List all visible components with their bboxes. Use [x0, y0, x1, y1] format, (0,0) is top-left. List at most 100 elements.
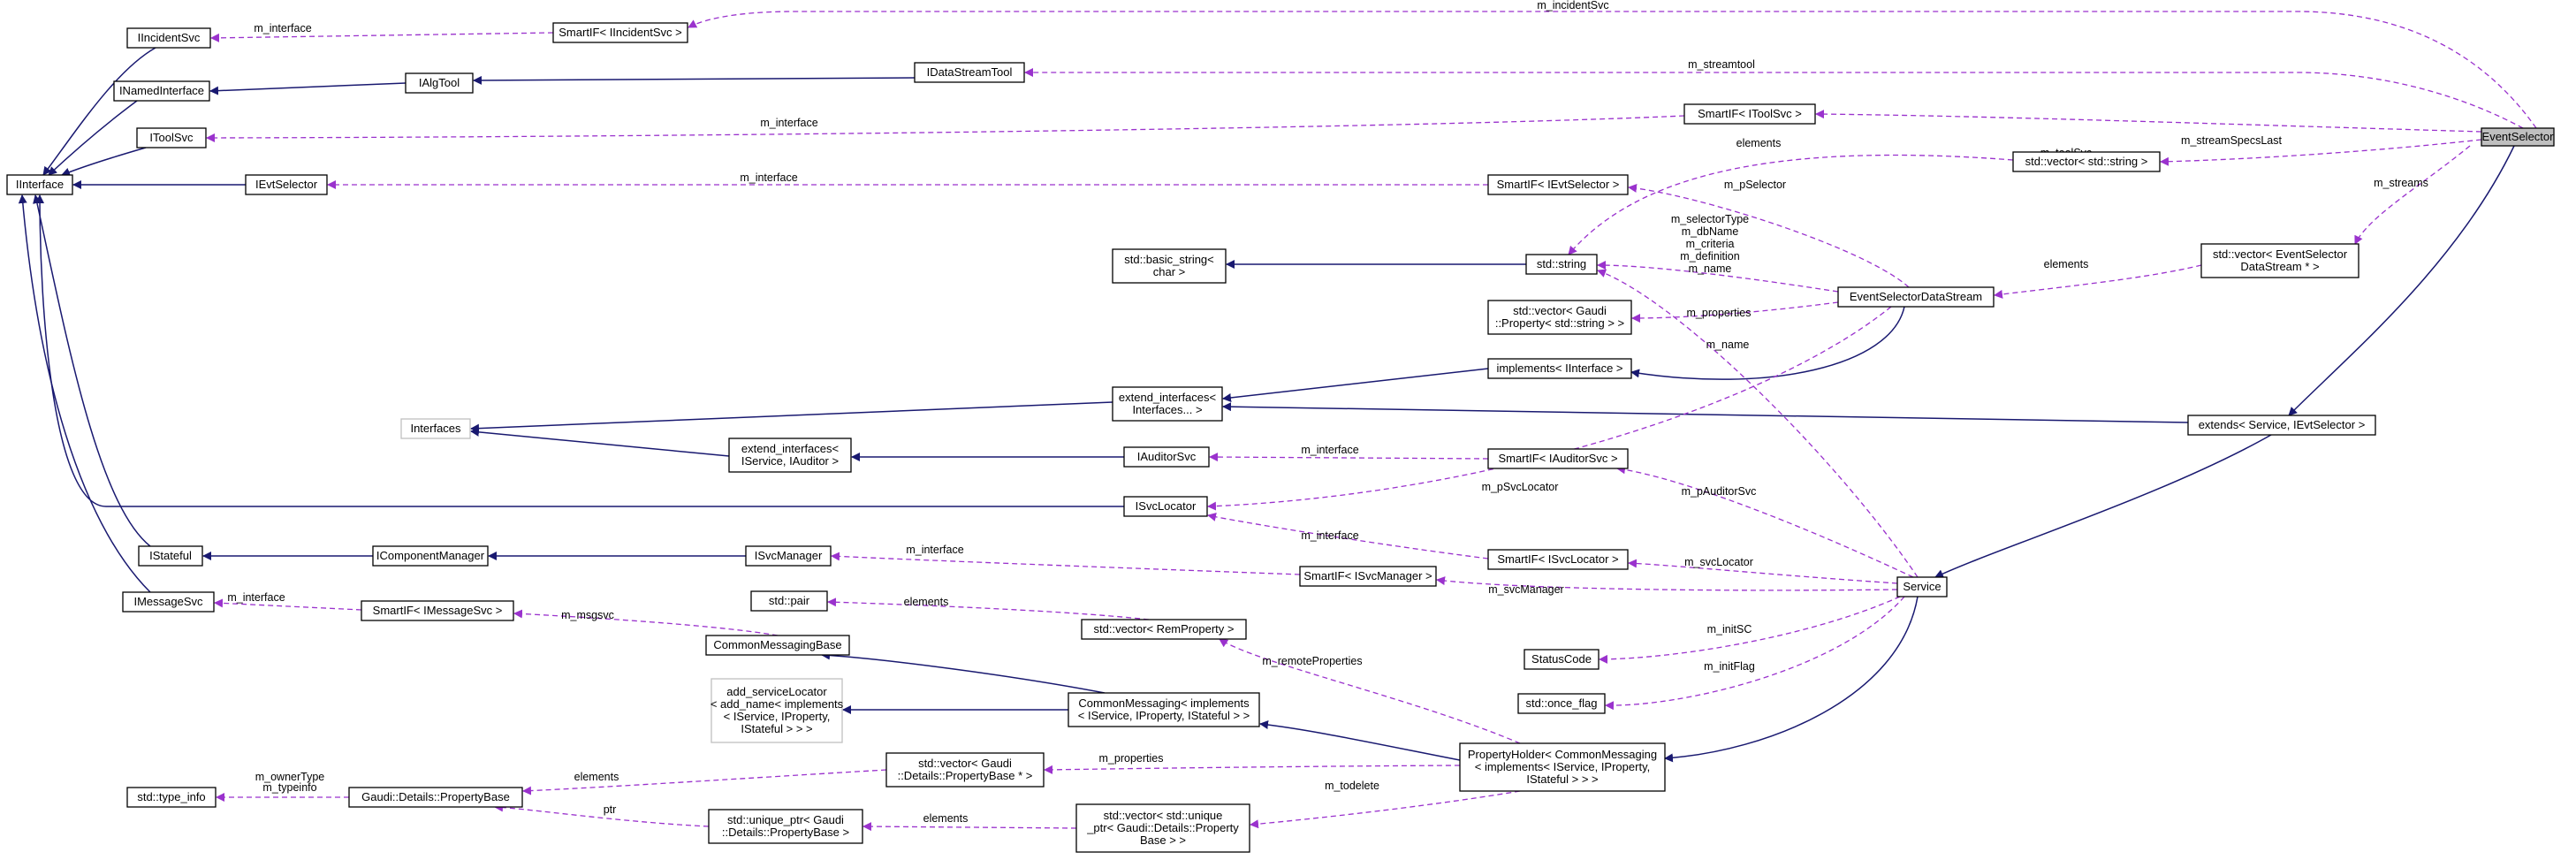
class-node-commonmessaging[interactable]: CommonMessaging< implements< IService, I…: [1068, 692, 1260, 727]
class-node-extend-interfaces[interactable]: extend_interfaces<Interfaces... >: [1112, 386, 1223, 422]
class-box: [1837, 286, 1995, 308]
edge-label-m-criteria: m_criteria: [1686, 238, 1735, 250]
class-node-std-pair[interactable]: std::pair: [750, 590, 828, 612]
class-node-ialgtool[interactable]: IAlgTool: [405, 72, 474, 94]
class-name-line: EventSelectorDataStream: [1850, 290, 1982, 303]
class-node-smartif-iincidentsvc[interactable]: SmartIF< IIncidentSvc >: [552, 22, 688, 43]
class-node-once-flag[interactable]: std::once_flag: [1517, 693, 1606, 714]
class-node-eventselector[interactable]: EventSelector: [2481, 127, 2555, 147]
class-box: [914, 62, 1025, 83]
class-node-vector-string[interactable]: std::vector< std::string >: [2012, 151, 2161, 172]
class-box: [6, 174, 73, 195]
class-name-line: PropertyHolder< CommonMessaging: [1468, 748, 1657, 761]
class-node-basic-string[interactable]: std::basic_string<char >: [1112, 248, 1227, 284]
class-node-unique-ptr-propertybase[interactable]: std::unique_ptr< Gaudi::Details::Propert…: [708, 809, 863, 844]
class-name-line: IMessageSvc: [133, 595, 203, 608]
class-node-statuscode[interactable]: StatusCode: [1524, 649, 1600, 670]
class-box: [126, 27, 211, 49]
uses-service-to-smartif-isvclocator: [1628, 559, 1898, 584]
inherits-ialgtool-from-inamedinterface: [209, 82, 407, 95]
class-box: [1112, 248, 1227, 284]
class-node-itoolsvc[interactable]: IToolSvc: [136, 127, 207, 148]
inherits-isvclocator-from-iinterface: [35, 194, 1124, 507]
edge-label-m-definition: m_definition: [1680, 250, 1739, 263]
edge-label-m-name: m_name: [1689, 263, 1732, 275]
class-node-interfaces[interactable]: Interfaces: [400, 418, 471, 439]
class-node-add-servicelocator[interactable]: add_serviceLocator< add_name< implements…: [710, 678, 844, 743]
class-node-type-info[interactable]: std::type_info: [126, 787, 217, 808]
uses-eventselector-to-idatastreamtool: [1024, 68, 2524, 129]
class-node-commonmessagingbase[interactable]: CommonMessagingBase: [705, 635, 850, 656]
class-name-line: Gaudi::Details::PropertyBase: [361, 790, 510, 803]
inherits-iincidentsvc-from-iinterface: [42, 47, 156, 176]
uses-vector-propertybase-to-propertybase: [522, 769, 887, 795]
class-node-vector-propertybase[interactable]: std::vector< Gaudi::Details::PropertyBas…: [885, 752, 1045, 788]
class-name-line: extends< Service, IEvtSelector >: [2199, 418, 2366, 431]
class-name-line: std::unique_ptr< Gaudi: [727, 813, 844, 826]
class-node-extend-interfaces-isvc[interactable]: extend_interfaces<IService, IAuditor >: [728, 438, 852, 473]
class-name-line: IStateful > > >: [1526, 772, 1598, 786]
class-name-line: std::vector< Gaudi: [918, 757, 1012, 770]
uses-service-to-smartif-iauditorsvc: [1616, 465, 1914, 578]
edge-label-m-interface: m_interface: [1301, 529, 1358, 542]
class-node-iincidentsvc[interactable]: IIncidentSvc: [126, 27, 211, 49]
uses-service-to-smartif-isvcmanager: [1436, 576, 1898, 591]
class-name-line: EventSelector: [2482, 130, 2555, 143]
class-node-smartif-itoolsvc[interactable]: SmartIF< IToolSvc >: [1683, 103, 1816, 125]
class-node-smartif-imessagesvc[interactable]: SmartIF< IMessageSvc >: [361, 600, 514, 621]
class-box: [705, 635, 850, 656]
class-node-propertyholder[interactable]: PropertyHolder< CommonMessaging< impleme…: [1459, 742, 1666, 792]
edges: [18, 11, 2537, 832]
edge-label-m-interface: m_interface: [906, 544, 963, 556]
class-box: [2012, 151, 2161, 172]
edge-label-m-todelete: m_todelete: [1325, 780, 1379, 792]
class-node-smartif-iauditorsvc[interactable]: SmartIF< IAuditorSvc >: [1487, 448, 1629, 469]
class-node-vector-unique-ptr[interactable]: std::vector< std::unique_ptr< Gaudi::Det…: [1075, 803, 1250, 853]
class-node-smartif-isvcmanager[interactable]: SmartIF< ISvcManager >: [1299, 566, 1437, 587]
class-node-smartif-ievtselector[interactable]: SmartIF< IEvtSelector >: [1487, 174, 1629, 195]
class-node-vector-remproperty[interactable]: std::vector< RemProperty >: [1081, 619, 1247, 640]
class-node-propertybase[interactable]: Gaudi::Details::PropertyBase: [348, 787, 523, 808]
uses-smartif-isvcmanager-to-isvcmanager: [831, 552, 1301, 575]
class-node-istateful[interactable]: IStateful: [138, 545, 203, 567]
class-name-line: Base > >: [1140, 833, 1186, 847]
edge-label-m-selectortype: m_selectorType: [1671, 213, 1749, 225]
uses-eventselectordatastream-to-smartif-ievtselector: [1628, 183, 1910, 288]
class-box: [710, 678, 843, 743]
class-node-isvcmanager[interactable]: ISvcManager: [745, 545, 832, 567]
class-node-idatastreamtool[interactable]: IDataStreamTool: [914, 62, 1025, 83]
class-node-service[interactable]: Service: [1896, 576, 1948, 597]
class-box: [2187, 415, 2376, 436]
class-node-iinterface[interactable]: IInterface: [6, 174, 73, 195]
class-name-line: INamedInterface: [119, 84, 204, 97]
class-node-vector-gaudiproperty[interactable]: std::vector< Gaudi::Property< std::strin…: [1487, 300, 1632, 335]
class-node-extends-service[interactable]: extends< Service, IEvtSelector >: [2187, 415, 2376, 436]
class-name-line: Interfaces... >: [1132, 403, 1202, 416]
edge-label-elements: elements: [574, 771, 619, 783]
uses-eventselectordatastream-to-std-string: [1597, 261, 1839, 293]
edge-label-m-typeinfo: m_typeinfo: [262, 781, 316, 794]
edge-label-m-streamspecslast: m_streamSpecsLast: [2181, 134, 2282, 147]
class-node-icomponentmanager[interactable]: IComponentManager: [372, 545, 489, 567]
class-name-line: < IService, IProperty,: [724, 710, 831, 723]
class-box: [361, 600, 514, 621]
class-node-imessagesvc[interactable]: IMessageSvc: [122, 591, 215, 613]
class-box: [1487, 448, 1629, 469]
class-node-eventselectordatastream[interactable]: EventSelectorDataStream: [1837, 286, 1995, 308]
class-node-inamedinterface[interactable]: INamedInterface: [113, 80, 210, 102]
class-node-std-string[interactable]: std::string: [1525, 254, 1598, 275]
class-name-line: IIncidentSvc: [138, 31, 201, 44]
inherits-implements-iinterface-from-extend-interfaces: [1222, 368, 1489, 402]
class-name-line: SmartIF< IEvtSelector >: [1497, 178, 1620, 191]
class-node-ievtselector[interactable]: IEvtSelector: [245, 174, 328, 195]
class-node-vector-evtseldatastream[interactable]: std::vector< EventSelectorDataStream * >: [2200, 243, 2359, 278]
edge-label-m-streams: m_streams: [2374, 177, 2428, 189]
class-box: [1081, 619, 1247, 640]
class-node-isvclocator[interactable]: ISvcLocator: [1123, 496, 1208, 517]
class-node-implements-iinterface[interactable]: implements< IInterface >: [1487, 358, 1632, 379]
class-node-smartif-isvclocator[interactable]: SmartIF< ISvcLocator >: [1487, 549, 1629, 570]
inherits-extend-interfaces-from-interfaces: [470, 401, 1113, 433]
class-node-iauditorsvc[interactable]: IAuditorSvc: [1123, 446, 1210, 468]
class-name-line: IToolSvc: [149, 131, 194, 144]
nodes: EventSelector IIncidentSvcINamedInterface…: [6, 22, 2555, 853]
